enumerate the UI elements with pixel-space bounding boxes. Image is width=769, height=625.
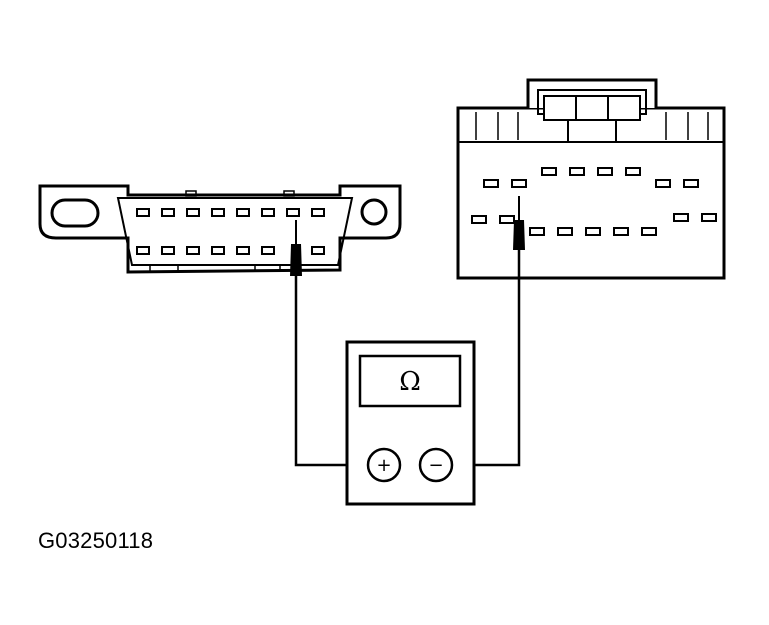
negative-terminal-label: − bbox=[428, 455, 443, 476]
right-test-probe bbox=[513, 196, 525, 250]
positive-terminal-label: + bbox=[376, 455, 391, 476]
positive-terminal bbox=[366, 447, 402, 483]
ohm-symbol: Ω bbox=[399, 367, 421, 397]
meter-display bbox=[358, 354, 462, 408]
harness-connector bbox=[456, 78, 726, 280]
ohmmeter: Ω + − bbox=[345, 340, 476, 506]
data-link-connector bbox=[38, 184, 402, 274]
figure-id: G03250118 bbox=[38, 528, 154, 553]
positive-lead bbox=[294, 276, 368, 467]
left-test-probe bbox=[290, 220, 302, 276]
negative-terminal bbox=[418, 447, 454, 483]
